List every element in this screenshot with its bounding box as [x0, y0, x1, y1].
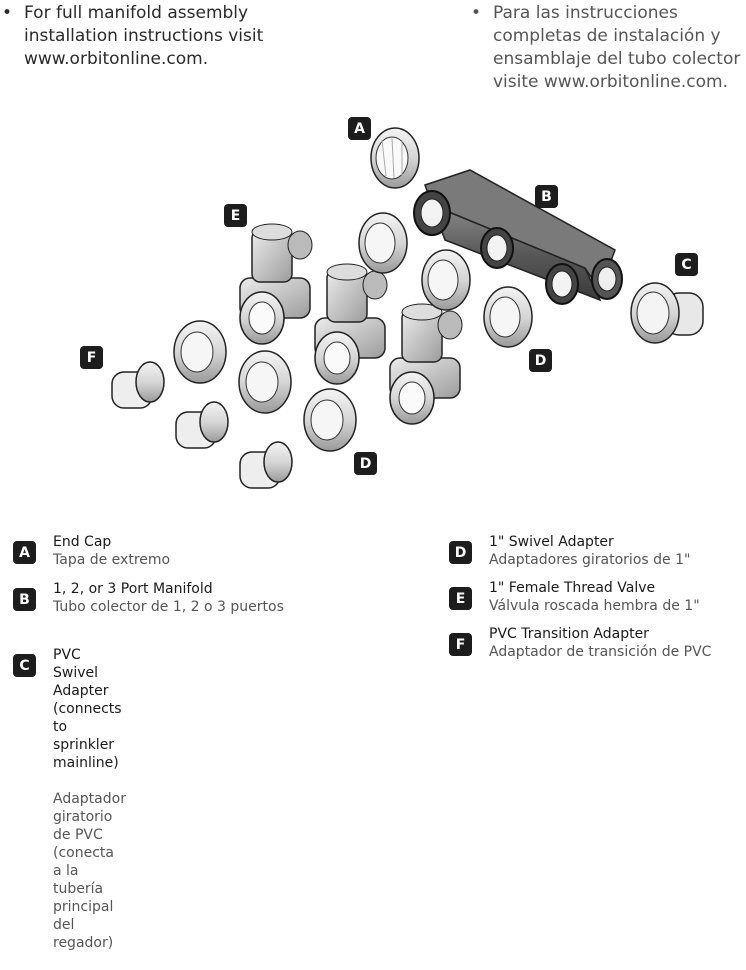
legend-badge: C [13, 654, 36, 677]
pvc-swivel-adapter-c [630, 282, 704, 344]
legend-label-es: Adaptadores giratorios de 1" [489, 552, 691, 568]
legend-label-en: PVC Swivel Adapter (connects to sprinkle… [53, 647, 122, 771]
english-instructions-text: For full manifold assembly installation … [24, 3, 264, 69]
legend-badge: F [449, 633, 472, 656]
spanish-instructions: • Para las instrucciones completas de in… [471, 2, 743, 94]
legend-badge: D [449, 541, 472, 564]
callout-f: F [80, 346, 103, 369]
spanish-instructions-text: Para las instrucciones completas de inst… [493, 3, 741, 92]
legend-label-es: Válvula roscada hembra de 1" [489, 598, 700, 614]
swivel-adapters-d-back [358, 212, 533, 348]
callout-a: A [348, 117, 371, 140]
legend-label-es: Tapa de extremo [53, 552, 171, 568]
swivel-adapters-d-front [173, 320, 357, 452]
callout-e: E [224, 204, 247, 227]
bullet-icon: • [2, 3, 13, 23]
legend-badge: E [449, 587, 472, 610]
legend-label-en: 1, 2, or 3 Port Manifold [53, 581, 213, 597]
manifold-exploded-diagram [111, 127, 704, 489]
callout-d-bottom: D [354, 452, 377, 475]
callout-c: C [675, 253, 698, 276]
legend-label-en: 1" Female Thread Valve [489, 580, 656, 596]
legend-badge: B [13, 588, 36, 611]
manifold-b [413, 169, 623, 305]
valves-e [239, 223, 463, 425]
legend-label-en: PVC Transition Adapter [489, 626, 649, 642]
bullet-icon: • [471, 3, 482, 23]
callout-b: B [535, 185, 558, 208]
end-cap-a [370, 127, 420, 189]
english-instructions: • For full manifold assembly installatio… [2, 2, 354, 71]
legend-label-en: End Cap [53, 534, 112, 550]
pvc-transition-adapters-f [111, 361, 293, 489]
callout-d-right: D [529, 349, 552, 372]
legend-badge: A [13, 541, 36, 564]
legend-label-es: Adaptador giratorio de PVC (conecta a la… [53, 791, 126, 951]
legend-label-en: 1" Swivel Adapter [489, 534, 614, 550]
legend-label-es: Tubo colector de 1, 2 o 3 puertos [53, 599, 284, 615]
legend-label-es: Adaptador de transición de PVC [489, 644, 712, 660]
